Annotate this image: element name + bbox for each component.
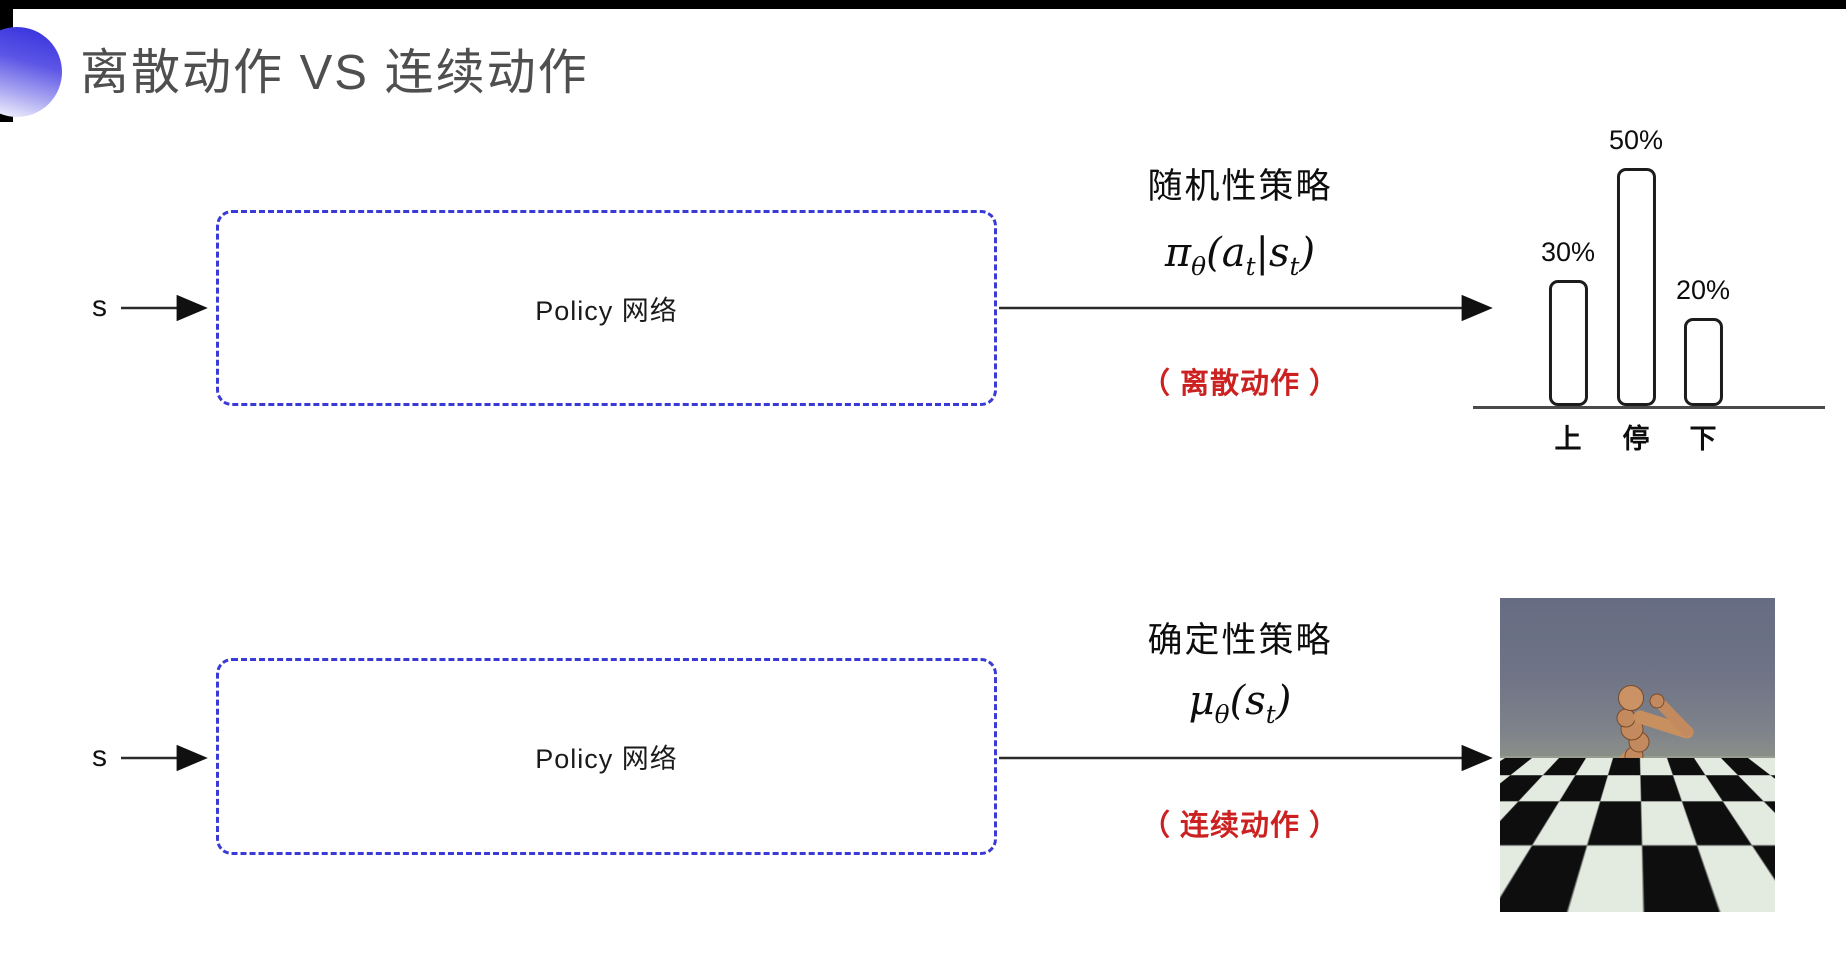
- bar-chart-axis-labels: 上停下: [1473, 409, 1825, 454]
- bar: [1616, 168, 1656, 406]
- policy-network-label-top: Policy 网络: [535, 295, 678, 326]
- bar-group-下: 20%: [1676, 275, 1730, 406]
- bar-category-label: 上: [1554, 424, 1582, 454]
- bar: [1683, 318, 1723, 406]
- stochastic-policy-formula: πθ(at|st): [1164, 230, 1316, 281]
- discrete-action-note: （ 离散动作 ）: [1140, 368, 1340, 400]
- page-title: 离散动作 VS 连续动作: [80, 46, 589, 100]
- bar-group-上: 30%: [1541, 237, 1595, 406]
- robot-head: [1618, 685, 1644, 711]
- bar-category-label: 停: [1622, 424, 1650, 454]
- bar-category-label: 下: [1689, 424, 1717, 454]
- bar-value-label: 20%: [1675, 275, 1731, 305]
- deterministic-policy-label: 确定性策略: [1147, 621, 1333, 660]
- bar-value-label: 30%: [1540, 237, 1596, 267]
- bar-group-停: 50%: [1609, 125, 1663, 406]
- title-accent-blob: [0, 27, 62, 117]
- state-input-label-top: s: [92, 290, 107, 323]
- deterministic-policy-formula: μθ(st): [1188, 678, 1292, 729]
- floor-light-reflection: [1508, 868, 1658, 908]
- bar-value-label: 50%: [1608, 125, 1664, 155]
- letterbox-top-strip: [0, 0, 1846, 9]
- stochastic-policy-label: 随机性策略: [1147, 167, 1333, 206]
- continuous-action-note: （ 连续动作 ）: [1140, 810, 1340, 842]
- action-bar-chart: 30% 50% 20%: [1473, 125, 1825, 406]
- humanoid-simulation-image: [1500, 598, 1775, 912]
- humanoid-robot-figure: [1574, 685, 1694, 857]
- policy-network-label-bottom: Policy 网络: [535, 744, 678, 774]
- bar: [1548, 280, 1588, 406]
- bar-chart-baseline: [1473, 406, 1825, 409]
- state-input-label-bottom: s: [92, 740, 107, 773]
- policy-network-box-top: Policy 网络: [216, 210, 997, 406]
- policy-network-box-bottom: Policy 网络: [216, 658, 997, 855]
